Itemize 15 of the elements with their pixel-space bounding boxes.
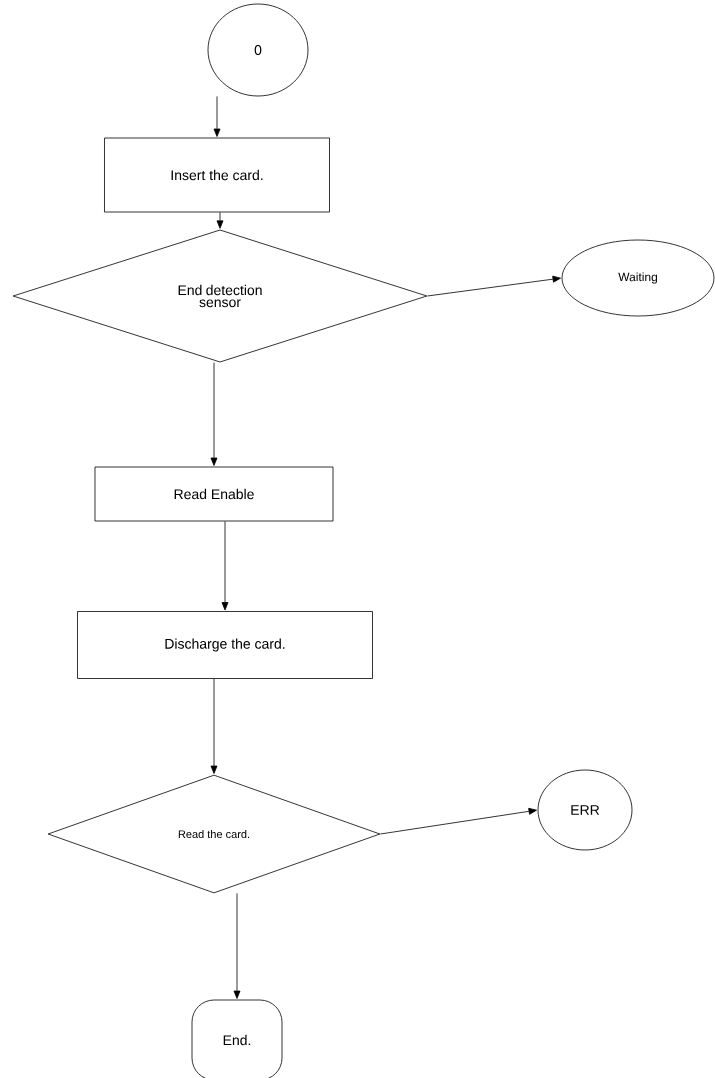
- process-box: Insert the card.: [104, 137, 330, 213]
- arrow: [210, 362, 218, 466]
- arrow: [427, 275, 561, 297]
- arrow: [213, 96, 221, 137]
- arrow: [216, 212, 224, 229]
- arrow: [210, 678, 218, 774]
- process-box: Read Enable: [94, 466, 334, 522]
- process-box: Discharge the card.: [77, 611, 373, 679]
- terminal-oval: ERR: [537, 769, 633, 851]
- arrow: [221, 521, 229, 611]
- terminal-box: End.: [191, 999, 283, 1078]
- terminal-oval: Waiting: [561, 239, 715, 317]
- arrow: [233, 893, 241, 999]
- arrow: [380, 807, 537, 835]
- start-oval: 0: [207, 3, 309, 97]
